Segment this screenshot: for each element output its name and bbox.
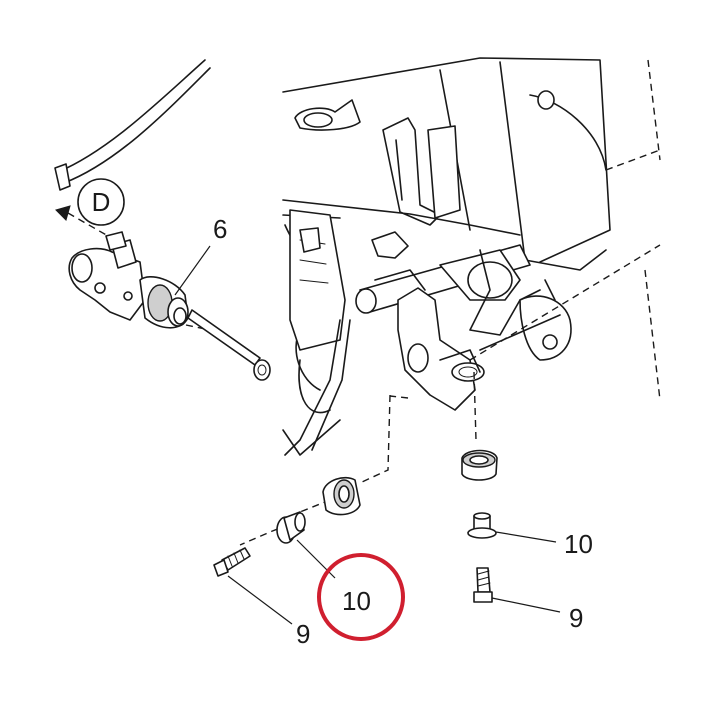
callout-10-left: 10: [342, 586, 371, 616]
leader-6: [174, 245, 211, 296]
leader-9-left: [227, 575, 293, 625]
leader-10-right: [495, 531, 557, 543]
callout-9-right: 9: [569, 603, 583, 633]
highlight-circle: [317, 553, 405, 641]
view-circle-icon: [77, 178, 125, 226]
callout-d: D: [92, 187, 111, 217]
left-damper-stack: [213, 476, 361, 577]
center-lines: [67, 59, 661, 546]
master-cylinder: [68, 231, 271, 381]
view-d-indicator: D: [55, 178, 125, 226]
fluid-hose: [54, 59, 211, 191]
frame-structure: [282, 57, 611, 456]
arrow-left-icon: [55, 205, 71, 221]
right-damper-stack: [461, 449, 498, 603]
leader-9-right: [491, 597, 561, 613]
callout-6: 6: [213, 214, 227, 244]
callout-10-right: 10: [564, 529, 593, 559]
callout-9-left: 9: [296, 619, 310, 649]
